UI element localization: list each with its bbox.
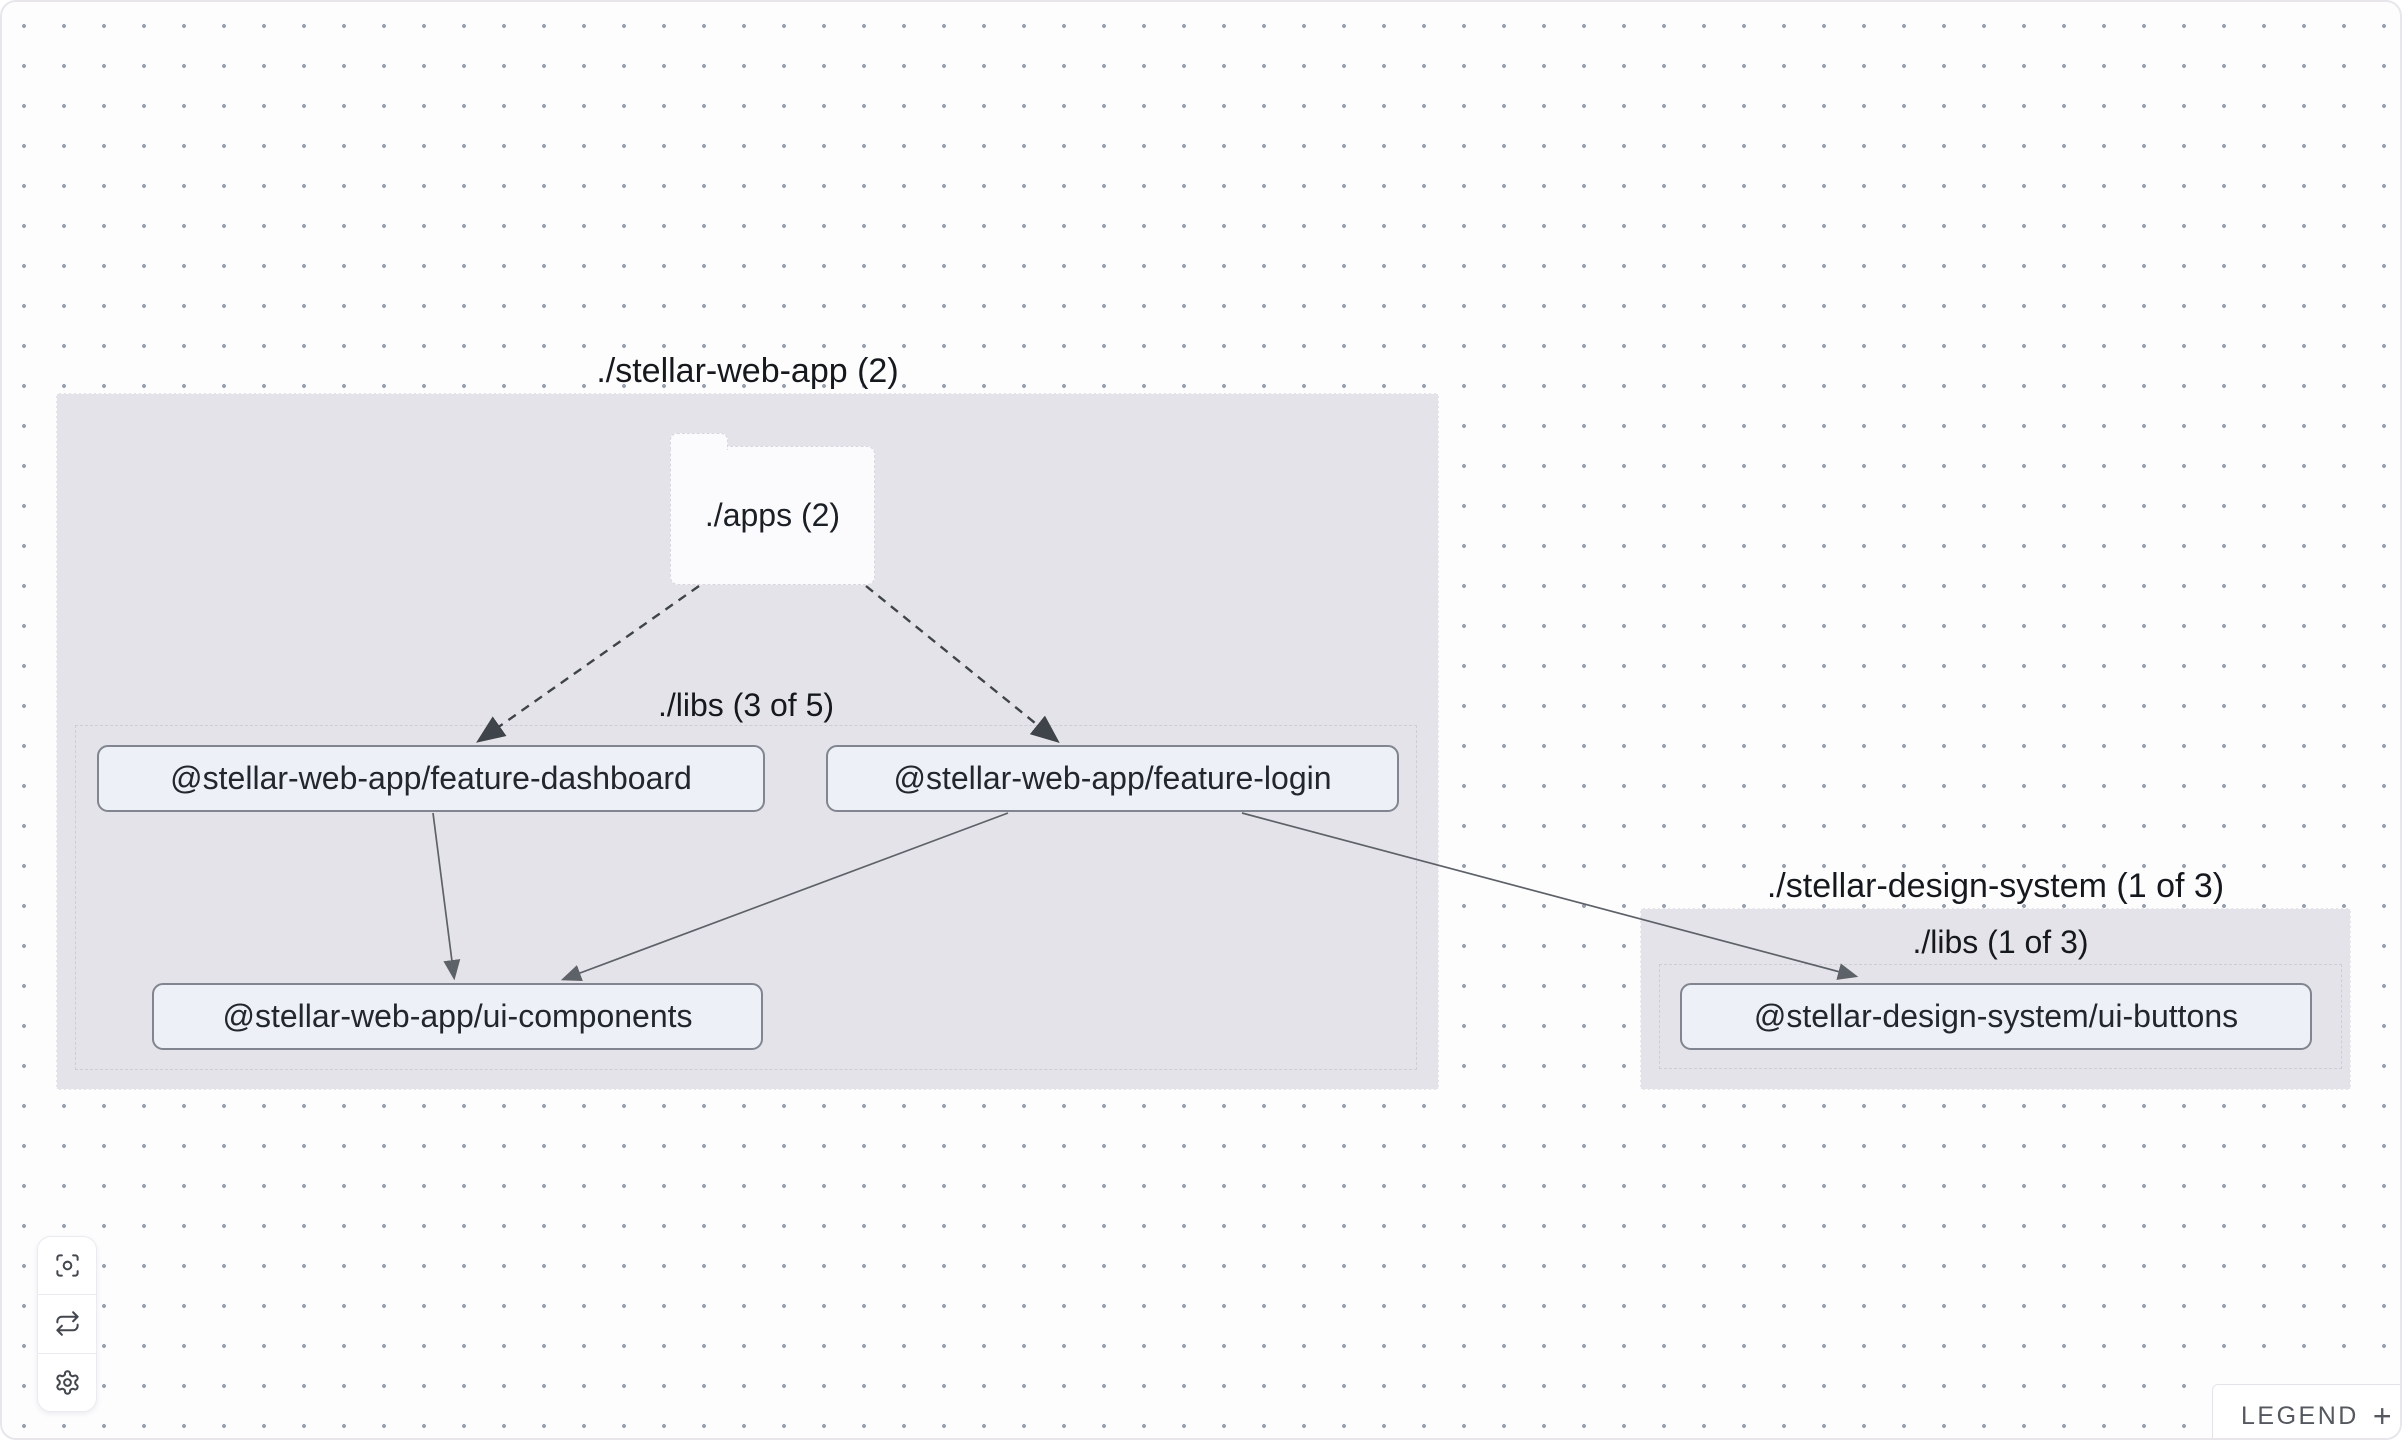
gear-icon <box>55 1370 79 1395</box>
node-label: @stellar-design-system/ui-buttons <box>1753 998 2239 1034</box>
folder-tab <box>670 433 728 450</box>
legend-toggle[interactable]: LEGEND + <box>2212 1384 2400 1438</box>
folder-label: ./apps (2) <box>704 497 841 533</box>
node-ui-components[interactable]: @stellar-web-app/ui-components <box>152 983 763 1050</box>
legend-label: LEGEND <box>2241 1401 2359 1430</box>
refresh-button[interactable] <box>38 1294 96 1352</box>
subgroup-title-web-app-libs: ./libs (3 of 5) <box>657 687 835 723</box>
node-label: @stellar-web-app/feature-dashboard <box>170 760 692 796</box>
focus-icon <box>55 1254 79 1277</box>
node-feature-login[interactable]: @stellar-web-app/feature-login <box>826 745 1399 812</box>
subgroup-design-system-libs <box>1659 964 2342 1069</box>
node-label: @stellar-web-app/feature-login <box>893 760 1332 796</box>
folder-node-apps[interactable]: ./apps (2) <box>670 446 875 585</box>
subgroup-title-design-system-libs: ./libs (1 of 3) <box>1912 924 2089 960</box>
plus-icon: + <box>2372 1398 2392 1434</box>
node-ui-buttons[interactable]: @stellar-design-system/ui-buttons <box>1680 983 2312 1050</box>
group-title-stellar-design-system: ./stellar-design-system (1 of 3) <box>1766 867 2225 905</box>
graph-toolbar <box>37 1236 97 1412</box>
focus-button[interactable] <box>38 1237 96 1294</box>
node-feature-dashboard[interactable]: @stellar-web-app/feature-dashboard <box>97 745 765 812</box>
settings-button[interactable] <box>38 1352 96 1411</box>
refresh-icon <box>55 1311 79 1337</box>
node-label: @stellar-web-app/ui-components <box>222 998 693 1034</box>
group-title-stellar-web-app: ./stellar-web-app (2) <box>596 352 899 390</box>
